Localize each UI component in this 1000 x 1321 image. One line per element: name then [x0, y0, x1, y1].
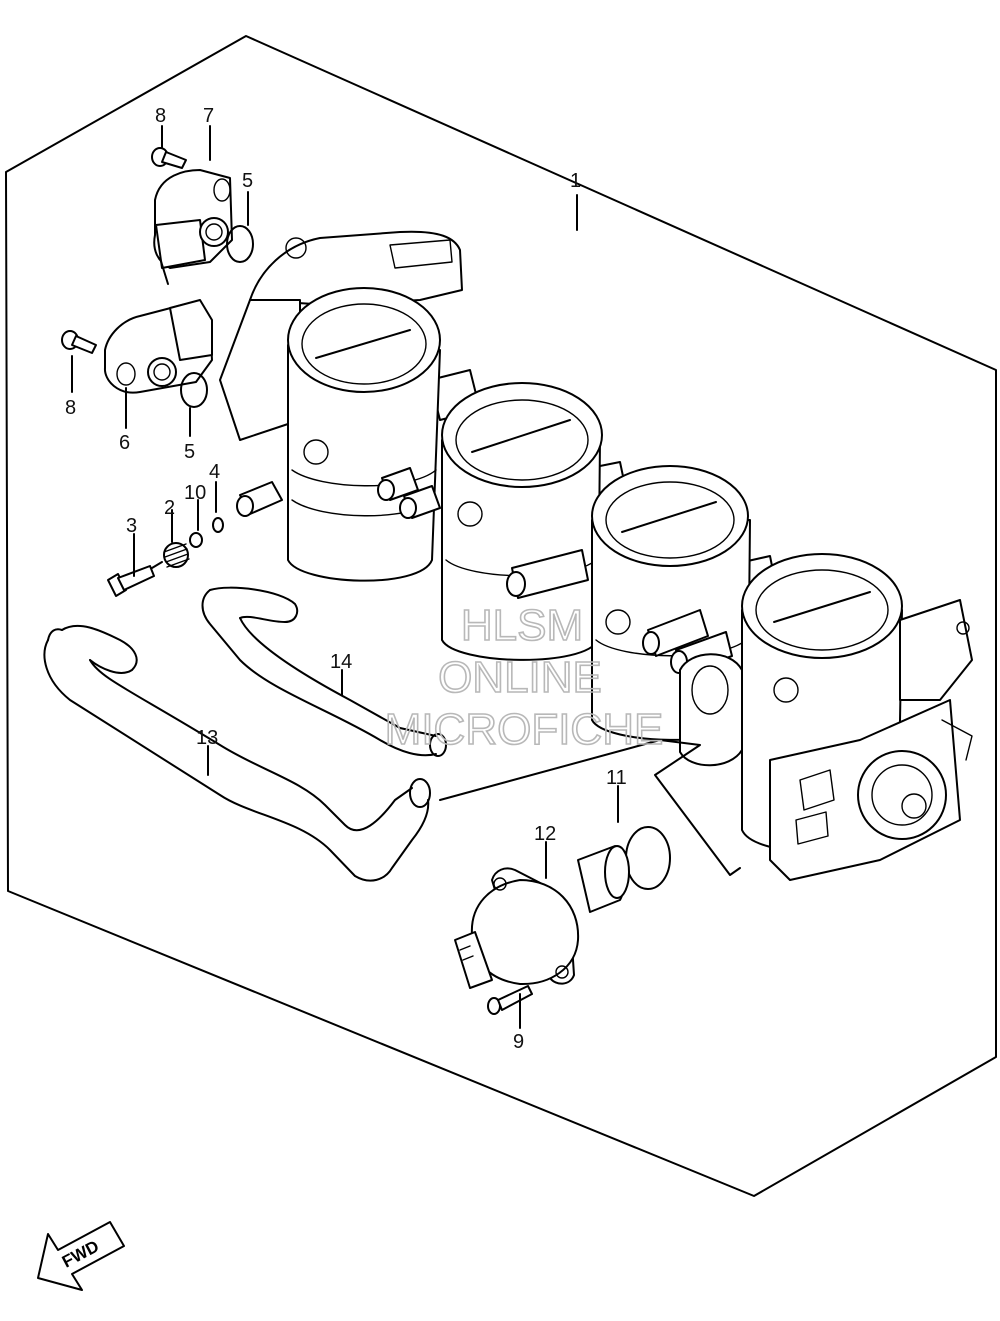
watermark-line-1: HLSM — [461, 601, 583, 650]
part-4-o-ring — [212, 517, 224, 533]
assembly-boundary — [5, 35, 997, 1197]
part-2-spring — [163, 542, 190, 568]
callout-12: 12 — [534, 823, 556, 845]
callout-7: 7 — [203, 105, 214, 127]
part-8-screw-lower — [61, 330, 97, 354]
throttle-body-assembly — [219, 230, 973, 881]
part-11-o-ring — [625, 826, 671, 890]
callout-13: 13 — [196, 727, 218, 749]
leader-lines — [71, 125, 619, 1029]
callout-4: 4 — [209, 461, 220, 483]
callout-3: 3 — [126, 515, 137, 537]
callout-11: 11 — [606, 767, 627, 789]
callout-8-lower: 8 — [65, 397, 76, 419]
watermark-line-2: ONLINE — [438, 653, 602, 702]
part-13-hose — [43, 624, 431, 882]
callout-1: 1 — [570, 170, 581, 192]
part-5-o-ring-top — [226, 225, 254, 263]
part-5-o-ring-lower — [180, 372, 208, 408]
part-3-adjusting-screw — [107, 561, 163, 597]
watermark-line-3: MICROFICHE — [385, 705, 664, 754]
watermark: HLSM ONLINE MICROFICHE — [384, 600, 664, 755]
part-9-screw — [487, 985, 533, 1015]
callout-10: 10 — [184, 482, 206, 504]
callout-2: 2 — [164, 497, 175, 519]
part-14-hose — [201, 586, 447, 757]
callout-5-lower: 5 — [184, 441, 195, 463]
callout-labels: 1 8 7 5 8 6 5 4 10 2 3 14 13 11 12 9 — [65, 105, 627, 1053]
part-6-sensor — [103, 299, 213, 394]
fwd-arrow: FWD — [37, 1221, 125, 1291]
callout-8-top: 8 — [155, 105, 166, 127]
part-12-isc-valve — [454, 845, 630, 989]
callout-14: 14 — [330, 651, 352, 673]
callout-9: 9 — [513, 1031, 524, 1053]
callout-6: 6 — [119, 432, 130, 454]
sub-assembly-bracket — [439, 739, 741, 876]
part-7-throttle-position-sensor — [153, 169, 233, 285]
callout-5-top: 5 — [242, 170, 253, 192]
part-8-screw-top — [151, 147, 187, 169]
part-10-washer — [189, 532, 203, 548]
